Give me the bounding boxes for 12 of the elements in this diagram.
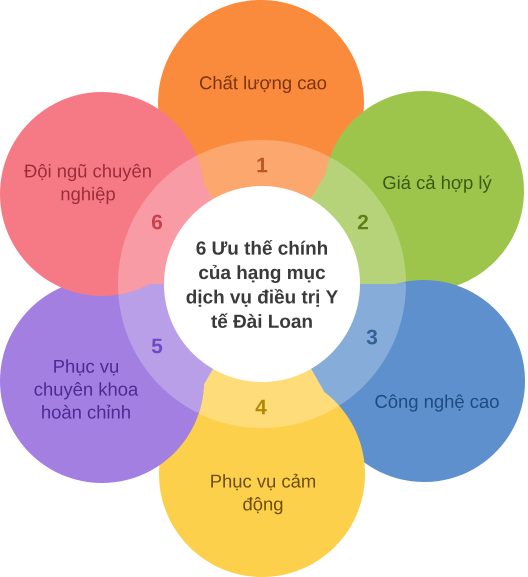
step-number: 5 (152, 338, 162, 354)
petal-label: Giá cả hợp lý (383, 175, 492, 193)
petal-label: Chất lượng cao (200, 75, 326, 93)
step-number: 6 (152, 214, 162, 230)
step-number: 3 (366, 330, 378, 344)
petal-label: Công nghệ cao (375, 394, 499, 412)
petal-label: Đội ngũ chuyên nghiệp (24, 164, 151, 204)
step-number: 2 (358, 214, 368, 230)
petal-label: Phục vụ cảm động (211, 474, 316, 514)
step-number: 4 (256, 400, 267, 414)
petal-label: Phục vụ chuyên khoa hoàn chỉnh (34, 359, 138, 419)
step-number: 1 (258, 158, 268, 172)
